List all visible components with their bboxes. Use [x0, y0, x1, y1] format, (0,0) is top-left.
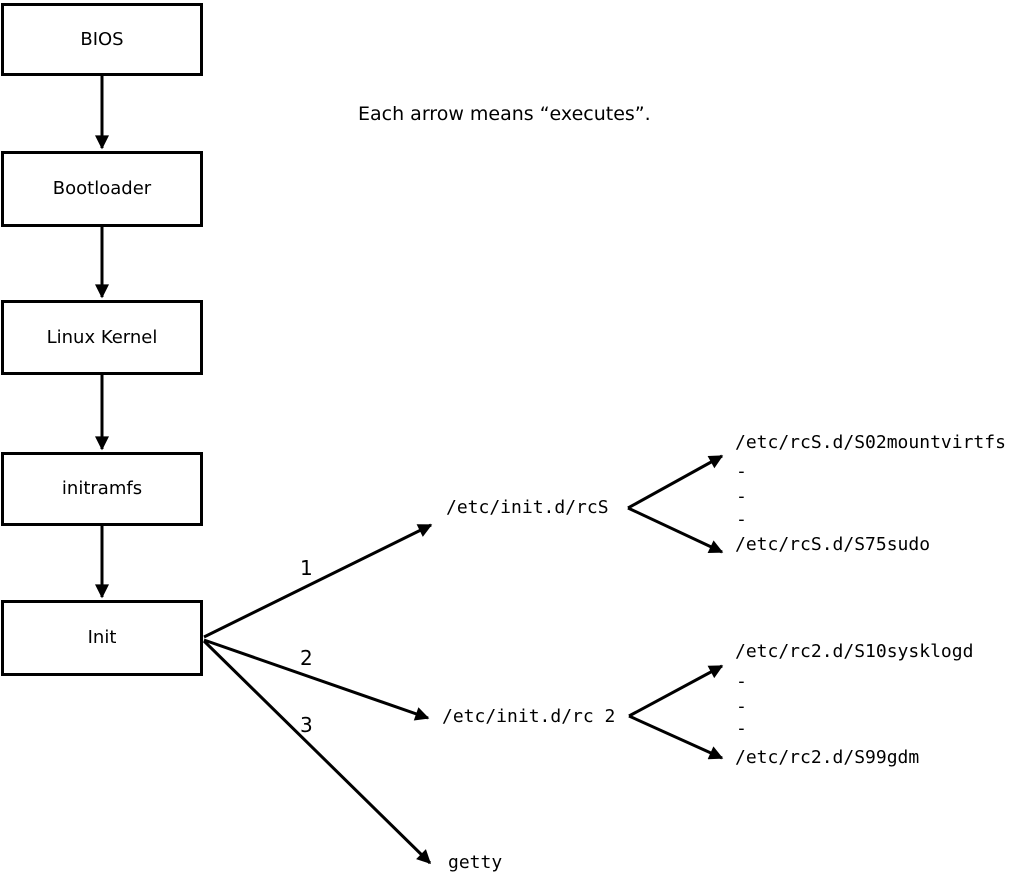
box-bios-label: BIOS [80, 28, 124, 50]
node-etc-rc2-d-s99gdm: /etc/rc2.d/S99gdm [735, 747, 920, 768]
box-linux-kernel: Linux Kernel [1, 300, 203, 375]
box-initramfs: initramfs [1, 452, 203, 526]
node-etc-rc2-d-s10sysklogd: /etc/rc2.d/S10sysklogd [735, 641, 974, 662]
arrow-order-label-3: 3 [300, 713, 313, 737]
diagram-caption: Each arrow means “executes”. [358, 103, 651, 125]
rcs-fork-ellipsis-dash: - [736, 486, 747, 507]
node-getty: getty [448, 852, 503, 873]
arrow-rc2-to-s10sysklogd [628, 664, 724, 718]
arrow-rcs-to-s02mountvirtfs [627, 454, 724, 510]
arrow-init-to-rcs [203, 523, 433, 639]
box-bootloader: Bootloader [1, 151, 203, 227]
rc2-fork-ellipsis-dash: - [736, 718, 747, 739]
node-etc-rcs-d-s02mountvirtfs: /etc/rcS.d/S02mountvirtfs [735, 432, 1006, 453]
arrow-rcs-to-s75sudo [627, 506, 724, 554]
rcs-fork-ellipsis-dash: - [736, 461, 747, 482]
rc2-fork-ellipsis-dash: - [736, 671, 747, 692]
box-initramfs-label: initramfs [61, 478, 143, 499]
box-bootloader-label: Bootloader [52, 178, 152, 199]
arrow-init-to-getty [202, 639, 432, 865]
rcs-fork-ellipsis-dash: - [736, 509, 747, 530]
box-init: Init [1, 600, 203, 676]
arrow-order-label-2: 2 [300, 646, 313, 670]
rc2-fork-ellipsis-dash: - [736, 696, 747, 717]
node-etc-init-d-rcs: /etc/init.d/rcS [446, 497, 609, 518]
node-etc-rcs-d-s75sudo: /etc/rcS.d/S75sudo [735, 534, 931, 555]
arrow-rc2-to-s99gdm [628, 714, 724, 760]
arrow-init-to-rc2 [203, 638, 430, 721]
arrow-order-label-1: 1 [300, 556, 313, 580]
node-etc-init-d-rc2: /etc/init.d/rc 2 [442, 706, 616, 727]
box-linux-kernel-label: Linux Kernel [46, 326, 158, 348]
box-bios: BIOS [1, 3, 203, 76]
box-init-label: Init [87, 627, 117, 648]
